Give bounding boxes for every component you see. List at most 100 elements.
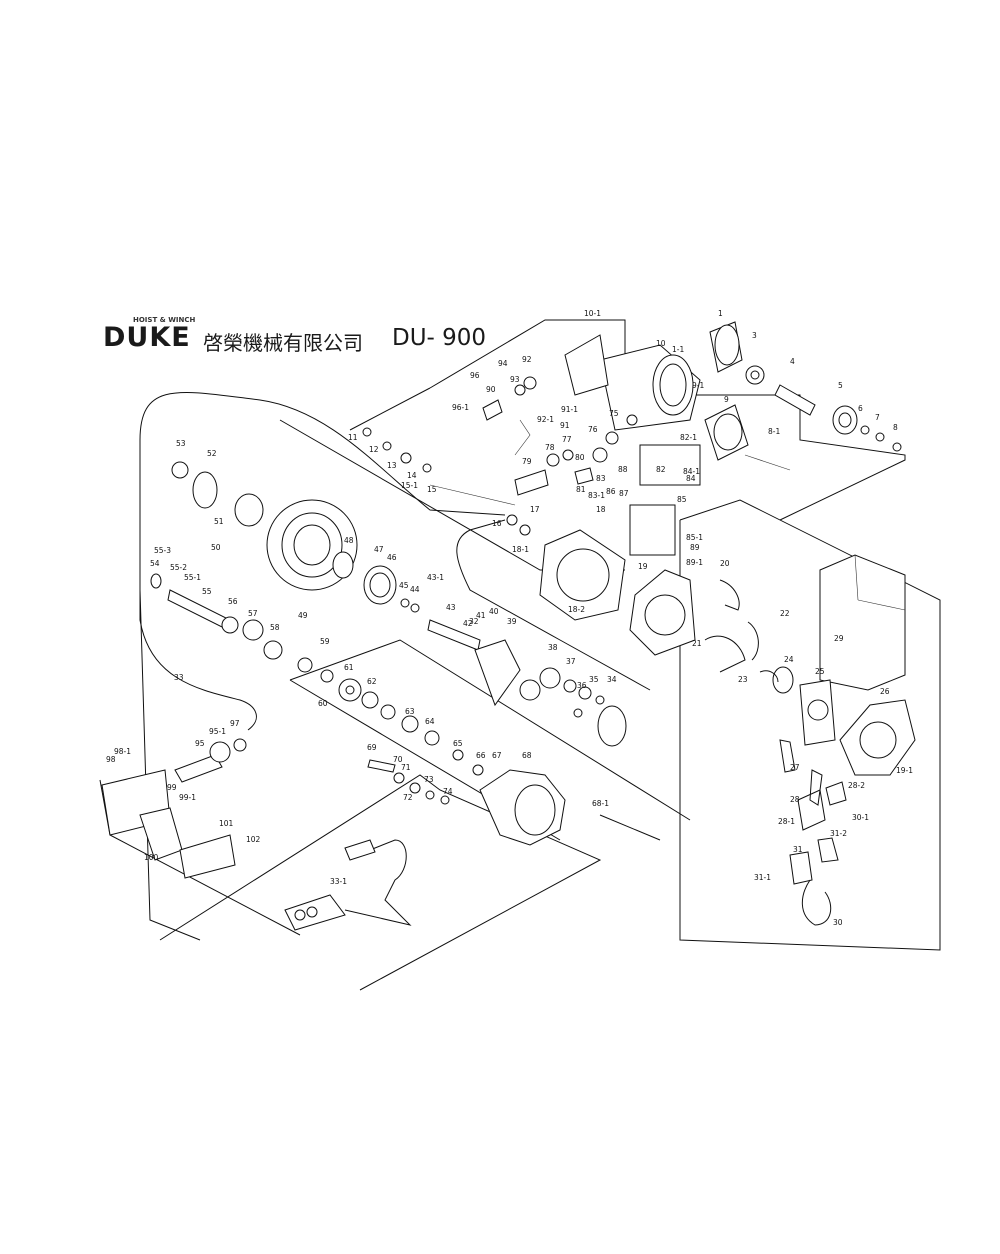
part-number-label: 91-1 bbox=[561, 405, 578, 414]
part-number-label: 70 bbox=[393, 755, 403, 764]
part-number-label: 71 bbox=[401, 763, 411, 772]
part-number-label: 19 bbox=[638, 562, 648, 571]
part-number-label: 25 bbox=[815, 667, 825, 676]
part-number-label: 16 bbox=[492, 519, 502, 528]
part-number-label: 89 bbox=[690, 543, 700, 552]
part-number-label: 75 bbox=[609, 409, 619, 418]
part-number-label: 56 bbox=[228, 597, 238, 606]
part-number-label: 94 bbox=[498, 359, 508, 368]
section-outlines bbox=[99, 319, 941, 991]
part-number-label: 95-1 bbox=[209, 727, 226, 736]
part-number-label: 55-1 bbox=[184, 573, 201, 582]
part-number-label: 99-1 bbox=[179, 793, 196, 802]
part-number-label: 73 bbox=[424, 775, 434, 784]
part-number-label: 100 bbox=[144, 853, 159, 862]
part-number-label: 42 bbox=[463, 619, 473, 628]
part-number-label: 91 bbox=[560, 421, 570, 430]
part-number-label: 3 bbox=[752, 331, 757, 340]
part-number-label: 51 bbox=[214, 517, 224, 526]
part-number-label: 97 bbox=[230, 719, 240, 728]
part-number-label: 8-1 bbox=[768, 427, 780, 436]
part-number-label: 58 bbox=[270, 623, 280, 632]
model-number: DU- 900 bbox=[392, 325, 487, 351]
part-number-label: 55-2 bbox=[170, 563, 187, 572]
part-number-label: 90 bbox=[486, 385, 496, 394]
part-number-label: 66 bbox=[476, 751, 486, 760]
part-number-label: 92 bbox=[522, 355, 532, 364]
part-number-label: 24 bbox=[784, 655, 794, 664]
part-number-label: 9 bbox=[724, 395, 729, 404]
part-number-label: 20 bbox=[720, 559, 730, 568]
center-plates bbox=[474, 514, 696, 747]
part-number-label: 43 bbox=[446, 603, 456, 612]
part-number-label: 43-1 bbox=[427, 573, 444, 582]
part-number-label: 40 bbox=[489, 607, 499, 616]
part-number-label: 68 bbox=[522, 751, 532, 760]
hoist-assembly bbox=[704, 554, 916, 926]
part-number-label: 10 bbox=[656, 339, 666, 348]
part-number-label: 85 bbox=[677, 495, 687, 504]
part-number-label: 29 bbox=[834, 634, 844, 643]
part-number-label: 41 bbox=[476, 611, 486, 620]
part-callouts: 11-13456788-199-11010-1111213141515-1161… bbox=[106, 309, 913, 927]
part-number-label: 45 bbox=[399, 581, 409, 590]
part-number-label: 50 bbox=[211, 543, 221, 552]
part-number-label: 52 bbox=[207, 449, 217, 458]
part-number-label: 28-1 bbox=[778, 817, 795, 826]
part-number-label: 53 bbox=[176, 439, 186, 448]
part-number-label: 72 bbox=[403, 793, 413, 802]
part-number-label: 27 bbox=[790, 763, 800, 772]
part-number-label: 98-1 bbox=[114, 747, 131, 756]
part-number-label: 34 bbox=[607, 675, 617, 684]
part-number-label: 30-1 bbox=[852, 813, 869, 822]
part-number-label: 31 bbox=[793, 845, 803, 854]
part-number-label: 17 bbox=[530, 505, 540, 514]
part-number-label: 80 bbox=[575, 453, 585, 462]
end-cover bbox=[367, 759, 566, 846]
part-number-label: 1 bbox=[718, 309, 723, 318]
part-number-label: 37 bbox=[566, 657, 576, 666]
part-number-label: 86 bbox=[606, 487, 616, 496]
part-number-label: 77 bbox=[562, 435, 572, 444]
part-number-label: 84-1 bbox=[683, 467, 700, 476]
control-box bbox=[101, 738, 376, 931]
part-number-label: 7 bbox=[875, 413, 880, 422]
part-number-label: 83 bbox=[596, 474, 606, 483]
part-number-label: 15 bbox=[427, 485, 437, 494]
part-number-label: 93 bbox=[510, 375, 520, 384]
part-number-label: 1-1 bbox=[672, 345, 684, 354]
small-parts-top bbox=[362, 376, 537, 473]
logo-tagline: HOIST & WINCH bbox=[133, 316, 196, 324]
part-number-label: 48 bbox=[344, 536, 354, 545]
part-number-label: 84 bbox=[686, 474, 696, 483]
part-number-label: 44 bbox=[410, 585, 420, 594]
part-number-label: 101 bbox=[219, 819, 234, 828]
part-number-label: 83-1 bbox=[588, 491, 605, 500]
duke-logo: DUKE bbox=[103, 322, 191, 353]
part-number-label: 21 bbox=[692, 639, 702, 648]
company-name: 啓榮機械有限公司 bbox=[203, 331, 363, 355]
part-number-label: 55 bbox=[202, 587, 212, 596]
part-number-label: 23 bbox=[738, 675, 748, 684]
part-number-label: 28-2 bbox=[848, 781, 865, 790]
part-number-label: 78 bbox=[545, 443, 555, 452]
part-number-label: 38 bbox=[548, 643, 558, 652]
part-number-label: 10-1 bbox=[584, 309, 601, 318]
part-number-label: 79 bbox=[522, 457, 532, 466]
part-number-label: 89-1 bbox=[686, 558, 703, 567]
part-number-label: 22 bbox=[780, 609, 790, 618]
part-number-label: 28 bbox=[790, 795, 800, 804]
motor-assembly bbox=[564, 321, 902, 556]
part-number-label: 35 bbox=[589, 675, 599, 684]
part-number-label: 68-1 bbox=[592, 799, 609, 808]
part-number-label: 60 bbox=[318, 699, 328, 708]
part-number-label: 12 bbox=[369, 445, 379, 454]
part-number-label: 11 bbox=[348, 433, 358, 442]
part-number-label: 85-1 bbox=[686, 533, 703, 542]
part-number-label: 9-1 bbox=[692, 381, 704, 390]
part-number-label: 18-1 bbox=[512, 545, 529, 554]
part-number-label: 30 bbox=[833, 918, 843, 927]
part-number-label: 47 bbox=[374, 545, 384, 554]
part-number-label: 39 bbox=[507, 617, 517, 626]
part-number-label: 33 bbox=[174, 673, 184, 682]
